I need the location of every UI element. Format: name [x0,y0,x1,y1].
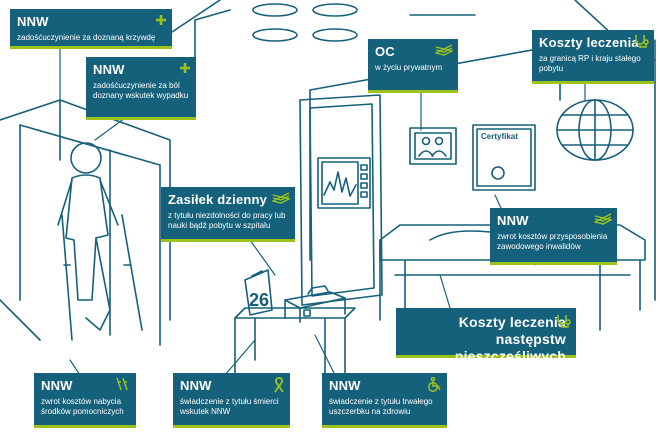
wheelchair-icon [426,376,442,397]
ceiling-lamps [252,3,358,42]
callout-title: NNW [17,14,49,29]
callout-subtitle: świadczenie z tytułu trwałego uszczerbku… [329,397,433,416]
callout-subtitle: za granicą RP i kraju stałego pobytu [539,54,641,73]
money-stack-icon [592,212,614,230]
plus-icon [155,13,167,31]
globe [556,99,634,161]
crutches-icon [115,377,131,396]
callout-subtitle: zadośćuczynienie za doznaną krzywdę [17,33,156,42]
callout-nnw-inwalidow: NNW zwrot kosztów przysposobienia zawodo… [490,208,617,265]
callout-subtitle: z tytułu niezdolności do pracy lub nauki… [168,211,286,230]
callout-koszty-leczenia: Koszty leczenia za granicą RP i kraju st… [532,30,654,84]
callout-subtitle: zwrot kosztów przysposobienia zawodowego… [497,232,608,251]
callout-title: Koszty leczenia [539,35,639,50]
callout-zasilek-dzienny: Zasiłek dzienny z tytułu niezdolności do… [161,187,295,242]
callout-subtitle: zadośćuczynienie za ból doznany wskutek … [93,81,189,100]
callout-title: Koszty leczenia następstw nieszczęśliwyc… [454,314,566,381]
callout-nnw-bol: NNW zadośćuczynienie za ból doznany wsku… [86,57,196,120]
ribbon-icon [273,377,285,398]
framed-photo [409,127,457,165]
certificate [472,124,536,191]
medicine-chest [284,285,346,323]
callout-title: Zasiłek dzienny [168,192,268,207]
certificate-label: Certyfikat [481,132,518,141]
callout-title: NNW [180,378,212,393]
calendar [244,269,273,316]
money-stack-icon [433,43,455,61]
heart-monitor [317,157,371,209]
callout-oc: OC w życiu prywatnym [368,39,458,93]
plus-icon [179,61,191,79]
callout-nnw-srodki: NNW zwrot kosztów nabycia środków pomocn… [34,373,136,428]
callout-subtitle: w życiu prywatnym [375,63,443,72]
callout-koszty-nastepstw: Koszty leczenia następstw nieszczęśliwyc… [396,308,576,381]
callout-nnw-krzywda: NNW zadośćuczynienie za doznaną krzywdę [10,9,172,49]
callout-nnw-smierc: NNW świadczenie z tytułu śmierci wskutek… [173,373,290,428]
callout-subtitle: zwrot kosztów nabycia środków pomocniczy… [41,397,124,416]
callout-title: NNW [93,62,125,77]
door [299,94,383,306]
callout-nnw-uszczerbek: NNW świadczenie z tytułu trwałego uszcze… [322,373,447,428]
stethoscope-icon [633,34,649,53]
callout-title: OC [375,44,395,59]
stethoscope-icon [555,314,571,333]
money-stack-icon [270,191,292,209]
glass-partition [19,124,161,346]
callout-subtitle: świadczenie z tytułu śmierci wskutek NNW [180,397,279,416]
callout-title: NNW [41,378,73,393]
callout-title: NNW [329,378,361,393]
callout-title: NNW [497,213,529,228]
person-on-crutches [57,142,143,341]
calendar-day: 26 [249,290,269,310]
